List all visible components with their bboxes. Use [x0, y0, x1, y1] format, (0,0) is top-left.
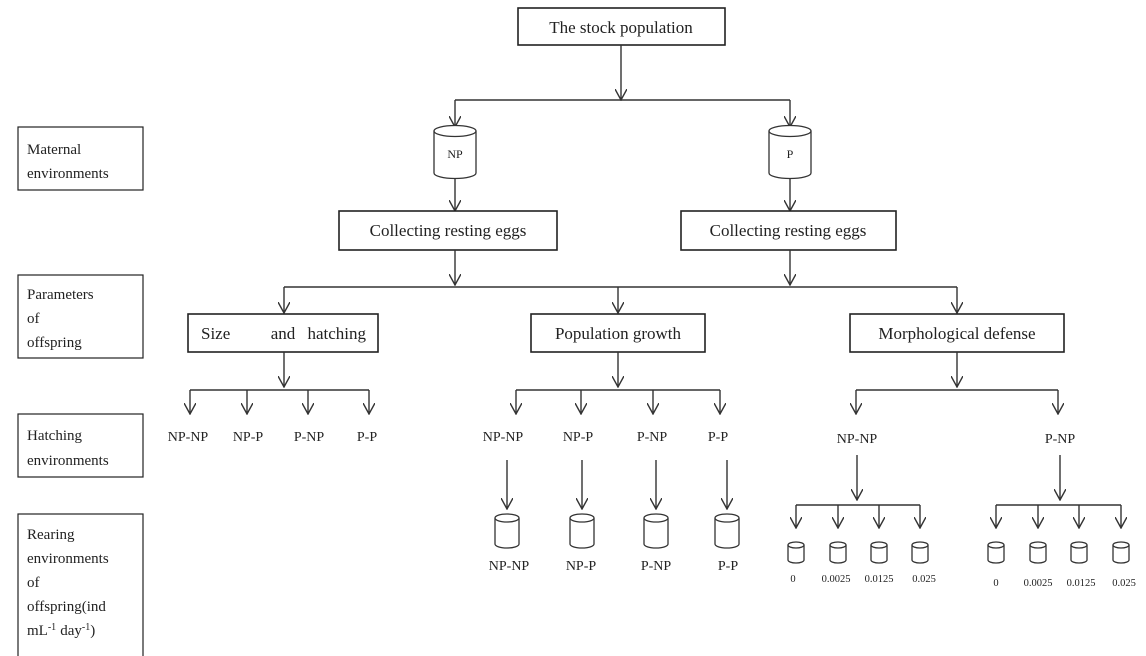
- growth-rearing-env-4: P-P: [718, 559, 738, 574]
- stock-population-box: [517, 7, 726, 46]
- defense-left-cylinder-3: [870, 541, 888, 564]
- defense-hatching-env-1: NP-NP: [837, 432, 878, 447]
- defense-left-conc-1: 0: [790, 574, 795, 585]
- defense-right-cylinder-2: [1029, 541, 1047, 564]
- rearing-label-box: [17, 513, 144, 656]
- growth-rearing-env-2: NP-P: [566, 559, 597, 574]
- size-hatching-word1: Size: [201, 324, 230, 343]
- collect-eggs-left-label: Collecting resting eggs: [370, 221, 527, 240]
- parameters-label-line1: Parameters: [27, 287, 94, 303]
- defense-right-conc-4: 0.025: [1112, 578, 1136, 589]
- size-hatching-word2: and: [271, 324, 296, 343]
- growth-hatching-env-2: NP-P: [563, 430, 594, 445]
- collect-eggs-right-box: [680, 210, 897, 251]
- growth-rearing-cylinder-1: [494, 513, 520, 549]
- growth-rearing-cylinder-2: [569, 513, 595, 549]
- size-hatching-env-2: NP-P: [233, 430, 264, 445]
- maternal-label-box: [17, 126, 144, 191]
- size-hatching-env-1: NP-NP: [168, 430, 209, 445]
- hatching-label-box: [17, 413, 144, 478]
- hatching-label-line1: Hatching: [27, 428, 82, 444]
- growth-rearing-cylinder-3: [643, 513, 669, 549]
- defense-left-cylinder-2: [829, 541, 847, 564]
- collect-eggs-left-box: [338, 210, 558, 251]
- stock-population-label: The stock population: [549, 18, 693, 37]
- defense-left-conc-3: 0.0125: [865, 574, 894, 585]
- rearing-label-line3: of: [27, 575, 40, 591]
- rearing-label-line2: environments: [27, 551, 109, 567]
- maternal-label-line1: Maternal: [27, 142, 81, 158]
- np-maternal-cylinder: [433, 124, 477, 180]
- defense-left-conc-4: 0.025: [912, 574, 936, 585]
- defense-left-cylinder-4: [911, 541, 929, 564]
- growth-rearing-cylinder-4: [714, 513, 740, 549]
- growth-hatching-env-4: P-P: [708, 430, 728, 445]
- population-growth-label: Population growth: [555, 324, 682, 343]
- defense-left-cylinder-1: [787, 541, 805, 564]
- defense-right-cylinder-3: [1070, 541, 1088, 564]
- growth-rearing-env-3: P-NP: [641, 559, 672, 574]
- maternal-label-line2: environments: [27, 166, 109, 182]
- defense-left-conc-2: 0.0025: [822, 574, 851, 585]
- size-hatching-box: [187, 313, 379, 353]
- rearing-label-line1: Rearing: [27, 527, 75, 543]
- size-hatching-word3: hatching: [307, 324, 366, 343]
- np-maternal-label: NP: [447, 147, 463, 161]
- collect-eggs-right-label: Collecting resting eggs: [710, 221, 867, 240]
- defense-right-conc-3: 0.0125: [1067, 578, 1096, 589]
- growth-hatching-env-1: NP-NP: [483, 430, 524, 445]
- growth-hatching-env-3: P-NP: [637, 430, 668, 445]
- defense-right-cylinder-1: [987, 541, 1005, 564]
- defense-right-conc-1: 0: [993, 578, 998, 589]
- size-hatching-env-3: P-NP: [294, 430, 325, 445]
- morphological-defense-label: Morphological defense: [878, 324, 1035, 343]
- hatching-label-line2: environments: [27, 453, 109, 469]
- p-maternal-label: P: [787, 147, 794, 161]
- defense-right-cylinder-4: [1112, 541, 1130, 564]
- parameters-label-box: [17, 274, 144, 359]
- population-growth-box: [530, 313, 706, 353]
- p-maternal-cylinder: [768, 124, 812, 180]
- growth-rearing-env-1: NP-NP: [489, 559, 530, 574]
- rearing-label-line4: offspring(ind: [27, 599, 106, 615]
- morphological-defense-box: [849, 313, 1065, 353]
- size-hatching-env-4: P-P: [357, 430, 377, 445]
- defense-hatching-env-2: P-NP: [1045, 432, 1076, 447]
- parameters-label-line2: of: [27, 311, 40, 327]
- defense-right-conc-2: 0.0025: [1024, 578, 1053, 589]
- parameters-label-line3: offspring: [27, 335, 82, 351]
